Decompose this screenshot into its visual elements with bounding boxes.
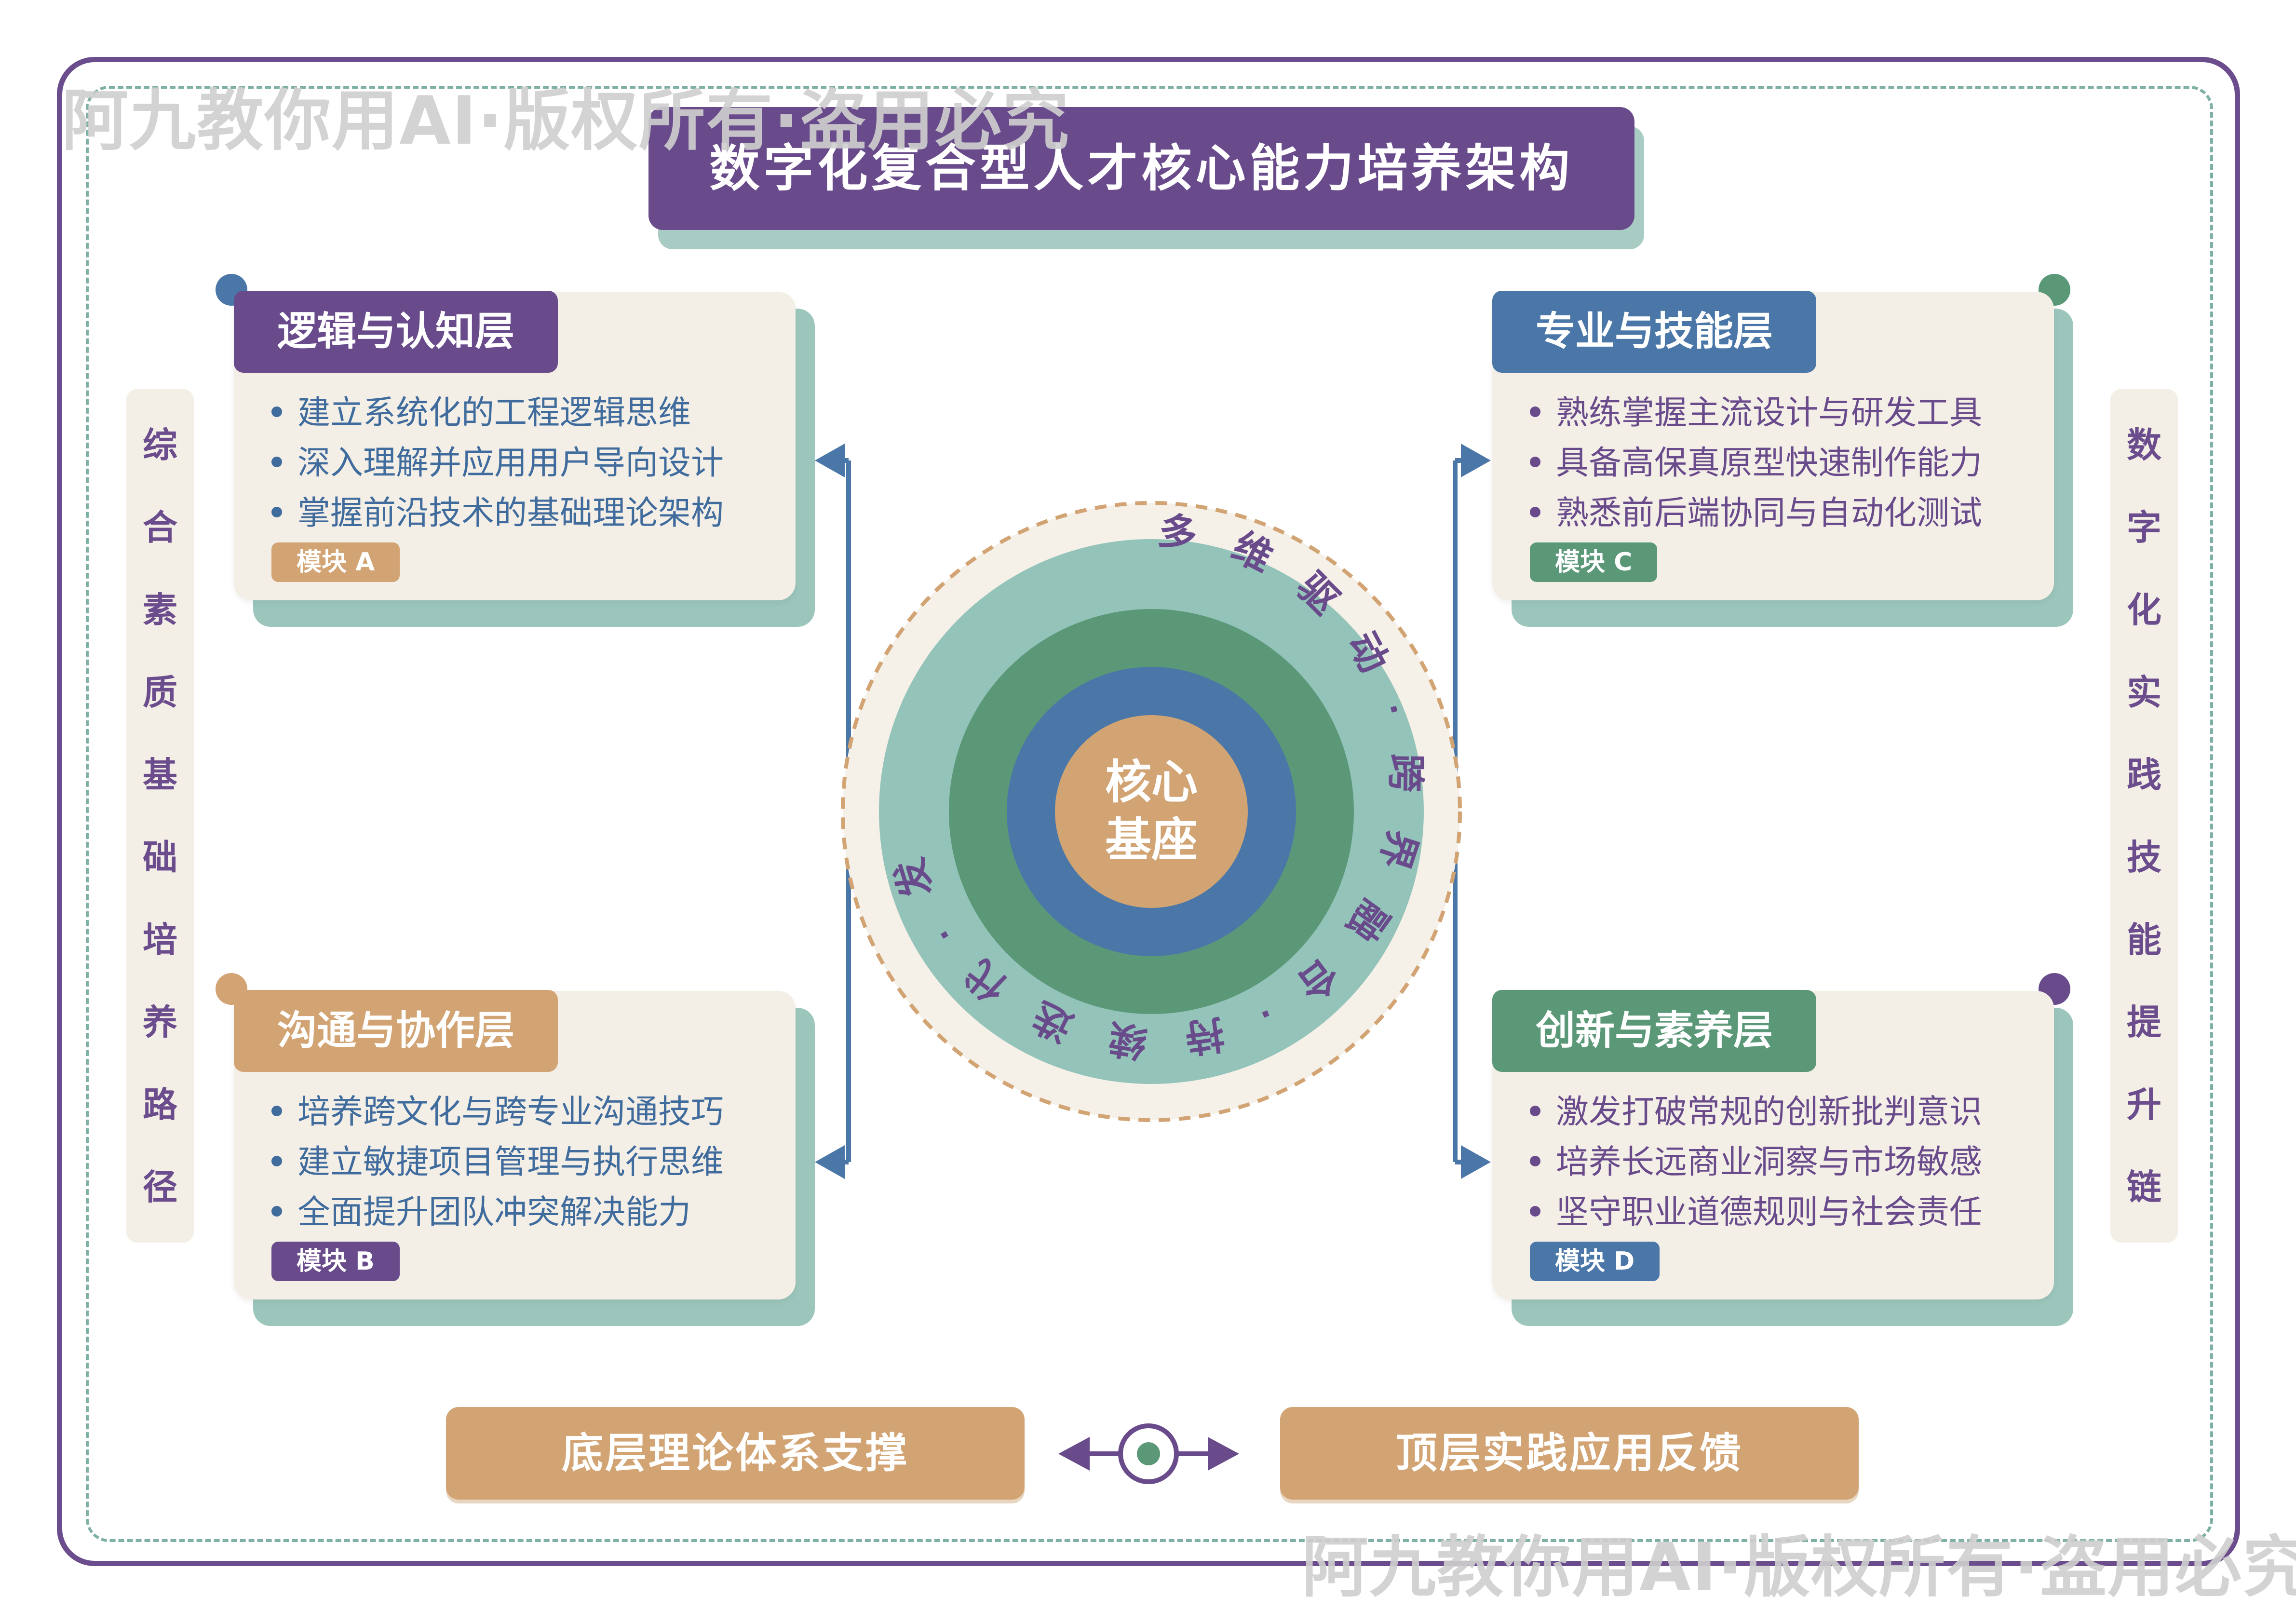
core-circle: [1055, 715, 1248, 908]
watermark-bottom: 阿九教你用AI·版权所有·盗用必究: [1302, 1529, 2296, 1606]
arrow-left-top-icon: [815, 444, 845, 477]
list-item: 建立敏捷项目管理与执行思维: [271, 1137, 724, 1188]
left-banner-char: 养: [142, 1001, 177, 1042]
bullet-icon: [271, 507, 282, 518]
skill-card: 专业与技能层 熟练掌握主流设计与研发工具 具备高保真原型快速制作能力 熟悉前后端…: [1492, 291, 2054, 600]
innov-card: 创新与素养层 激发打破常规的创新批判意识 培养长远商业洞察与市场敏感 坚守职业道…: [1492, 990, 2054, 1299]
bullet-icon: [1530, 406, 1540, 418]
comm-card: 沟通与协作层 培养跨文化与跨专业沟通技巧 建立敏捷项目管理与执行思维 全面提升团…: [234, 990, 796, 1299]
page-title: 数字化复合型人才核心能力培养架构: [648, 107, 1634, 230]
list-item: 培养跨文化与跨专业沟通技巧: [271, 1087, 724, 1137]
bullet-icon: [271, 457, 282, 468]
innov-card-title: 创新与素养层: [1492, 990, 1817, 1072]
bullet-icon: [1530, 1206, 1540, 1217]
left-banner-char: 培: [142, 919, 177, 960]
list-item: 深入理解并应用用户导向设计: [271, 438, 724, 488]
bullet-icon: [1530, 1106, 1540, 1117]
logic-card-title: 逻辑与认知层: [234, 291, 558, 373]
right-banner-char: 能: [2126, 919, 2161, 960]
watermark-top: 阿九教你用AI·版权所有·盗用必究: [62, 82, 1070, 160]
right-banner-char: 升: [2126, 1084, 2161, 1125]
list-item: 全面提升团队冲突解决能力: [271, 1188, 724, 1238]
list-item: 培养长远商业洞察与市场敏感: [1530, 1137, 1982, 1188]
list-item: 掌握前沿技术的基础理论架构: [271, 488, 724, 539]
bullet-icon: [271, 1206, 282, 1217]
right-connector: [1453, 444, 1491, 1179]
module-b-badge: 模块 B: [271, 1242, 400, 1281]
comm-card-title: 沟通与协作层: [234, 990, 558, 1072]
innov-card-list: 激发打破常规的创新批判意识 培养长远商业洞察与市场敏感 坚守职业道德规则与社会责…: [1530, 1087, 1982, 1238]
bullet-icon: [1530, 457, 1540, 468]
module-a-badge: 模块 A: [271, 542, 400, 582]
comm-card-list: 培养跨文化与跨专业沟通技巧 建立敏捷项目管理与执行思维 全面提升团队冲突解决能力: [271, 1087, 724, 1238]
arrow-left-bottom-icon: [815, 1145, 845, 1179]
right-banner-char: 数: [2126, 424, 2161, 465]
skill-card-list: 熟练掌握主流设计与研发工具 具备高保真原型快速制作能力 熟悉前后端协同与自动化测…: [1530, 388, 1982, 539]
left-banner-char: 合: [142, 507, 177, 548]
right-banner-char: 字: [2126, 507, 2161, 548]
left-banner-char: 素: [142, 589, 177, 630]
right-banner-char: 化: [2126, 589, 2161, 630]
bullet-icon: [1530, 507, 1540, 518]
list-item: 熟练掌握主流设计与研发工具: [1530, 388, 1982, 438]
module-c-badge: 模块 C: [1530, 542, 1658, 582]
list-item: 坚守职业道德规则与社会责任: [1530, 1188, 1982, 1238]
left-banner-char: 基: [142, 754, 177, 795]
right-banner-char: 践: [2126, 754, 2161, 795]
right-vertical-banner: 数 字 化 实 践 技 能 提 升 链: [2110, 389, 2178, 1243]
right-banner-char: 实: [2126, 672, 2161, 713]
left-banner-char: 础: [142, 837, 177, 878]
core-label-line1: 核心: [1105, 757, 1198, 808]
skill-card-title: 专业与技能层: [1492, 291, 1817, 373]
outer-frame: [57, 57, 2240, 1566]
bullet-icon: [271, 1106, 282, 1117]
list-item: 具备高保真原型快速制作能力: [1530, 438, 1982, 488]
core-label-line2: 基座: [1105, 814, 1198, 866]
bottom-left-box: 底层理论体系支撑: [446, 1407, 1025, 1500]
arrow-right-bottom-icon: [1461, 1145, 1491, 1179]
bottom-right-box: 顶层实践应用反馈: [1280, 1407, 1859, 1500]
left-banner-char: 径: [142, 1166, 177, 1207]
left-banner-char: 综: [142, 424, 177, 465]
left-banner-char: 质: [142, 672, 177, 713]
bullet-icon: [1530, 1156, 1540, 1167]
list-item: 建立系统化的工程逻辑思维: [271, 388, 724, 438]
bullet-icon: [271, 406, 282, 418]
inner-dashed-frame: [86, 86, 2213, 1542]
left-vertical-banner: 综 合 素 质 基 础 培 养 路 径: [126, 389, 194, 1243]
logic-card-list: 建立系统化的工程逻辑思维 深入理解并应用用户导向设计 掌握前沿技术的基础理论架构: [271, 388, 724, 539]
list-item: 激发打破常规的创新批判意识: [1530, 1087, 1982, 1137]
right-banner-char: 技: [2126, 837, 2161, 878]
logic-card: 逻辑与认知层 建立系统化的工程逻辑思维 深入理解并应用用户导向设计 掌握前沿技术…: [234, 291, 796, 600]
bullet-icon: [271, 1156, 282, 1167]
bidirectional-arrow-icon: [1058, 1423, 1239, 1484]
right-banner-char: 链: [2126, 1166, 2161, 1207]
arrow-right-top-icon: [1461, 444, 1491, 477]
module-d-badge: 模块 D: [1530, 1242, 1660, 1281]
list-item: 熟悉前后端协同与自动化测试: [1530, 488, 1982, 539]
left-banner-char: 路: [142, 1084, 177, 1125]
right-banner-char: 提: [2126, 1001, 2161, 1042]
